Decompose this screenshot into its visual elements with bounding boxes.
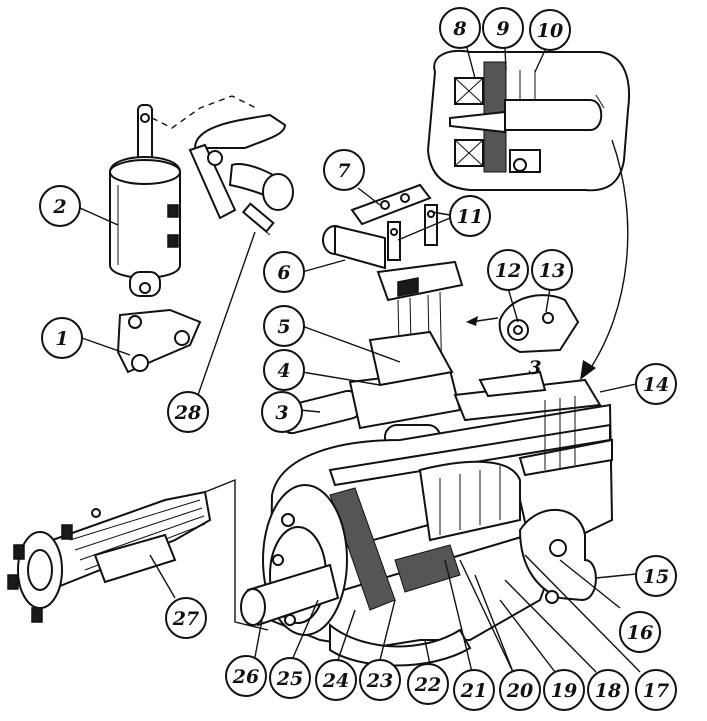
callout-13: 13 [531, 249, 573, 291]
callout-label: 23 [366, 670, 393, 692]
cover-plate-parts-12-13 [466, 294, 580, 354]
callout-9: 9 [482, 7, 524, 49]
callout-label: 13 [539, 260, 565, 282]
callout-label: 22 [414, 674, 441, 696]
main-gearbox-housing [240, 330, 614, 667]
callout-5: 5 [263, 305, 305, 347]
shift-rod-assembly [322, 204, 464, 391]
callout-21: 21 [453, 669, 495, 711]
callout-label: 8 [452, 18, 466, 40]
splined-shaft-part-27 [7, 478, 269, 631]
callout-label: 1 [55, 328, 68, 350]
callout-11: 11 [449, 195, 491, 237]
callout-25: 25 [269, 657, 311, 699]
callout-label: 18 [595, 680, 621, 702]
callout-label: 25 [276, 668, 303, 690]
callout-7: 7 [323, 149, 365, 191]
callout-label: 28 [174, 402, 201, 424]
callout-6: 6 [263, 251, 305, 293]
callout-label: 15 [643, 566, 669, 588]
callout-label: 5 [277, 316, 290, 338]
callout-12: 12 [487, 249, 529, 291]
callout-label: 10 [537, 20, 563, 42]
callout-label: 20 [506, 680, 533, 702]
callout-label: 21 [460, 680, 487, 702]
bracket-part-1 [116, 308, 202, 374]
linkage-dashed-line [151, 95, 257, 129]
callout-label: 19 [551, 680, 577, 702]
inset-pointer-arrowhead [580, 360, 596, 380]
callout-23: 23 [359, 659, 401, 701]
callout-20: 20 [499, 669, 541, 711]
callout-19: 19 [543, 669, 585, 711]
callout-17: 17 [635, 669, 677, 711]
callout-label: 6 [277, 262, 290, 284]
callout-1: 1 [41, 317, 83, 359]
callout-18: 18 [587, 669, 629, 711]
plate-part-7 [350, 183, 432, 226]
callout-28: 28 [167, 391, 209, 433]
plain-label-3: 3 [528, 357, 541, 379]
callout-22: 22 [407, 663, 449, 705]
callout-label: 27 [172, 608, 199, 630]
callout-10: 10 [529, 9, 571, 51]
bolt-part-28 [241, 202, 275, 236]
callout-16: 16 [619, 611, 661, 653]
control-lever [188, 113, 294, 220]
callout-label: 11 [457, 206, 483, 228]
inset-detail-view [426, 50, 631, 192]
callout-label: 16 [627, 622, 653, 644]
callout-label: 7 [337, 160, 350, 182]
callout-27: 27 [165, 597, 207, 639]
callout-label: 12 [495, 260, 521, 282]
callout-label: 26 [232, 666, 259, 688]
callout-2: 2 [39, 185, 81, 227]
callout-label: 3 [275, 402, 288, 424]
callout-3: 3 [261, 391, 303, 433]
callout-label: 2 [52, 196, 66, 218]
solenoid-cylinder [109, 104, 181, 297]
callout-label: 9 [496, 18, 509, 40]
callout-26: 26 [225, 655, 267, 697]
callout-24: 24 [315, 659, 357, 701]
callout-label: 24 [322, 670, 349, 692]
callout-15: 15 [635, 555, 677, 597]
callout-label: 17 [643, 680, 669, 702]
callout-14: 14 [635, 363, 677, 405]
leader-lines [79, 43, 641, 673]
callout-4: 4 [263, 349, 305, 391]
callout-8: 8 [439, 7, 481, 49]
callout-label: 14 [643, 374, 669, 396]
callout-label: 4 [277, 360, 290, 382]
inset-pointer-arrow [587, 139, 629, 373]
